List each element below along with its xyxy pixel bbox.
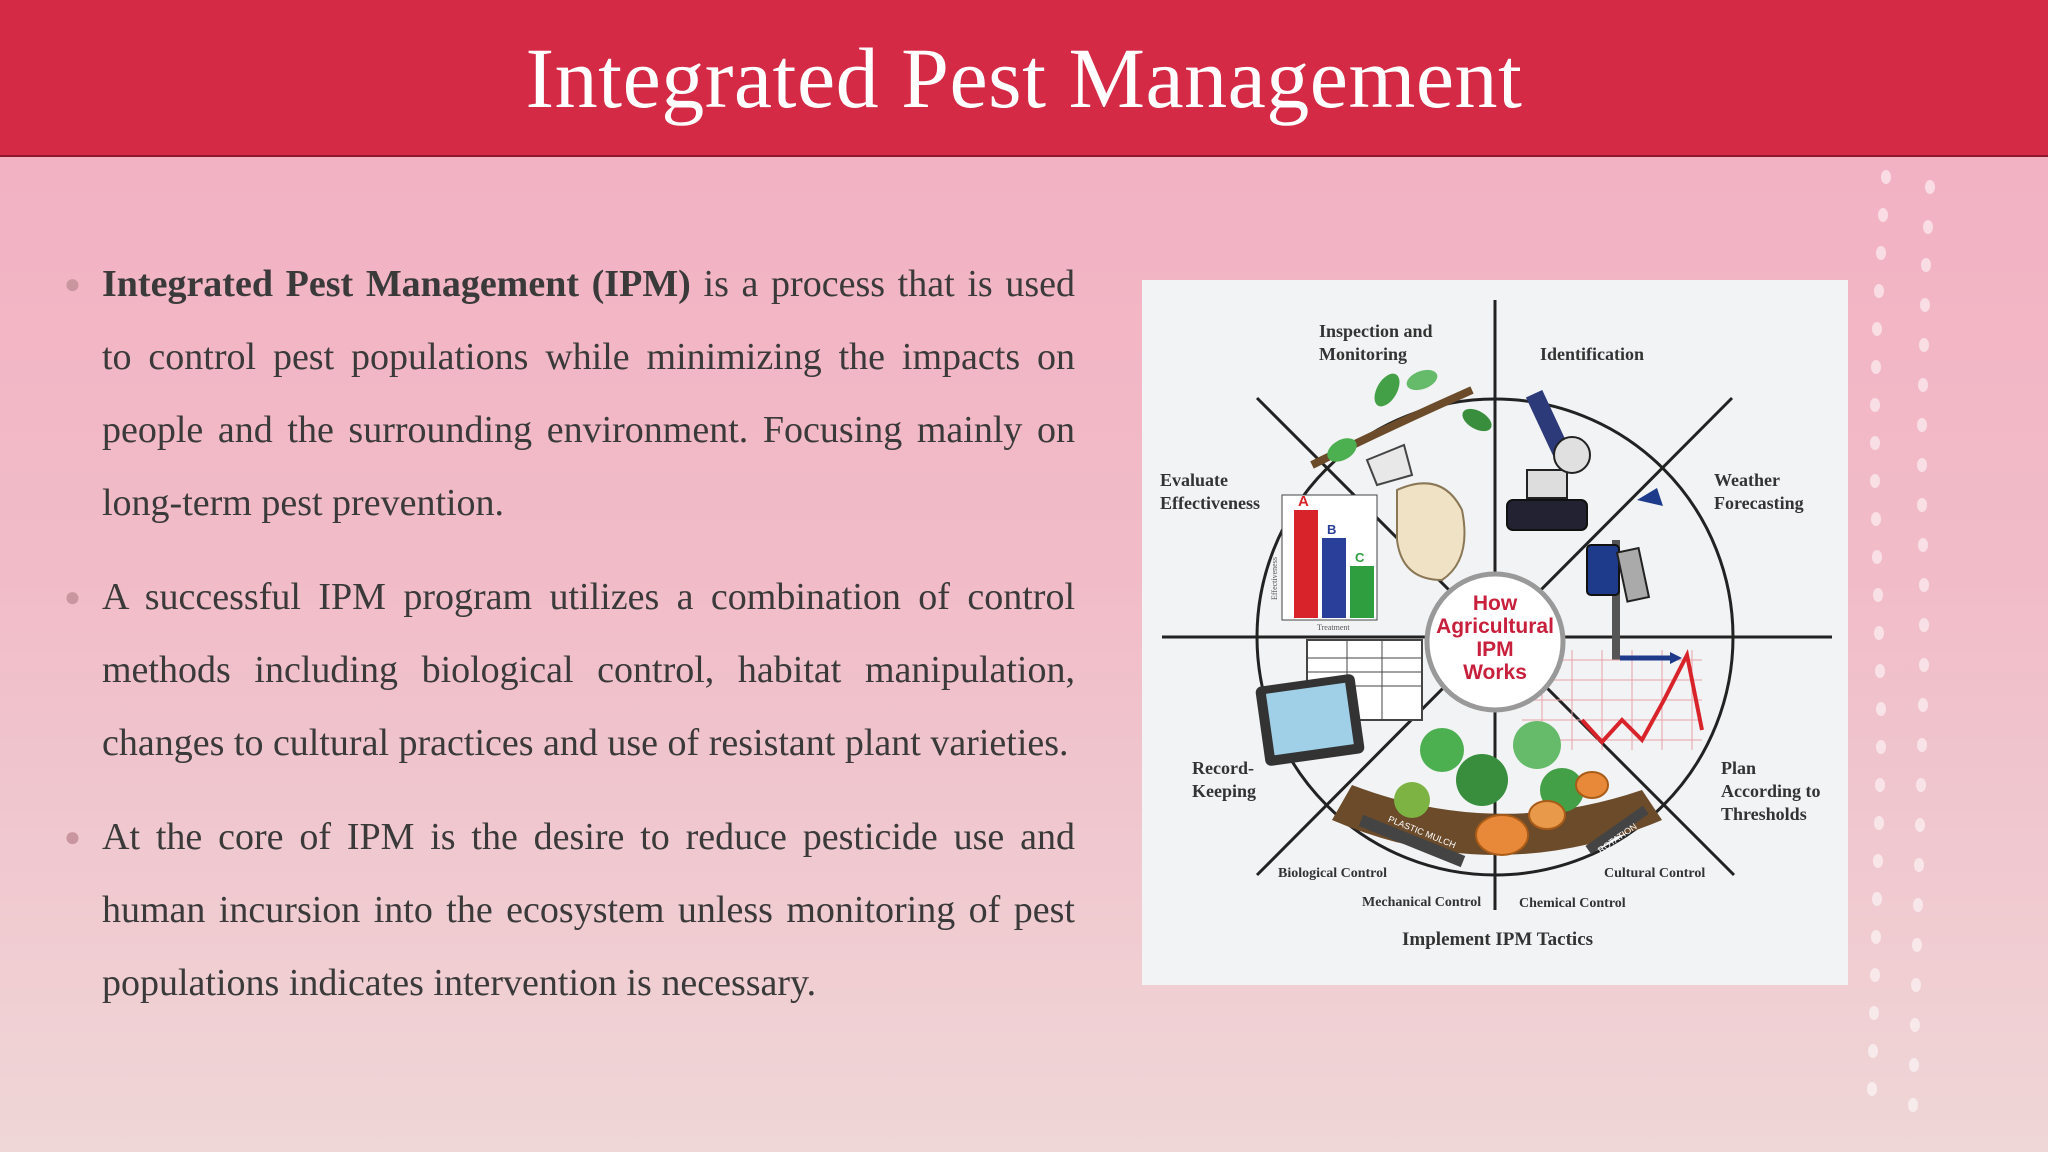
bullet-item-2: ● A successful IPM program utilizes a co… xyxy=(60,561,1075,780)
effectiveness-chart: A B C Effectiveness Treatment xyxy=(1270,493,1378,632)
label-chemical: Chemical Control xyxy=(1519,896,1626,911)
bar-a xyxy=(1294,510,1318,618)
chart-ylabel: Effectiveness xyxy=(1270,557,1279,600)
center-line-3: IPM xyxy=(1476,638,1513,661)
label-evaluate-2: Effectiveness xyxy=(1160,493,1260,513)
label-plan-3: Thresholds xyxy=(1721,804,1807,824)
center-line-2: Agricultural xyxy=(1436,615,1554,638)
bar-b xyxy=(1322,538,1346,618)
label-identification: Identification xyxy=(1540,344,1644,364)
label-evaluate-1: Evaluate xyxy=(1160,470,1228,490)
center-line-1: How xyxy=(1473,592,1518,615)
bullet-dot-icon: ● xyxy=(64,582,81,613)
label-inspection-2: Monitoring xyxy=(1319,344,1407,364)
inspection-art xyxy=(1310,369,1492,582)
bullet-bold-lead: Integrated Pest Management (IPM) xyxy=(102,263,691,305)
bar-label-b: B xyxy=(1327,522,1336,537)
ipm-diagram: A B C Effectiveness Treatment xyxy=(1142,280,1848,985)
center-line-4: Works xyxy=(1463,661,1527,684)
label-record-1: Record- xyxy=(1192,758,1254,778)
label-cultural: Cultural Control xyxy=(1604,866,1705,881)
bullet-text: A successful IPM program utilizes a comb… xyxy=(102,576,1075,764)
label-record-2: Keeping xyxy=(1192,781,1256,801)
bullet-text: At the core of IPM is the desire to redu… xyxy=(102,816,1075,1004)
record-keeping-art xyxy=(1255,639,1423,766)
label-plan-1: Plan xyxy=(1721,758,1756,778)
ipm-cycle-illustration: A B C Effectiveness Treatment xyxy=(1160,300,1832,950)
bullet-text: is a process that is used to control pes… xyxy=(102,263,1076,524)
bar-c xyxy=(1350,566,1374,618)
chart-xlabel: Treatment xyxy=(1317,623,1350,632)
microscope-art xyxy=(1506,389,1591,531)
bullet-item-3: ● At the core of IPM is the desire to re… xyxy=(60,801,1075,1020)
bullet-dot-icon: ● xyxy=(64,822,81,853)
cycle-ring xyxy=(1255,397,1735,877)
bullet-dot-icon: ● xyxy=(64,269,81,300)
label-inspection-1: Inspection and xyxy=(1319,321,1433,341)
weather-station-art xyxy=(1586,488,1663,660)
label-weather-2: Forecasting xyxy=(1714,493,1804,513)
bar-label-c: C xyxy=(1355,550,1365,565)
bullet-list: ● Integrated Pest Management (IPM) is a … xyxy=(60,248,1075,1041)
implement-tactics-art: PLASTIC MULCH ROTATION xyxy=(1332,721,1662,868)
label-biological: Biological Control xyxy=(1278,866,1387,881)
label-mechanical: Mechanical Control xyxy=(1362,895,1481,910)
label-plan-2: According to xyxy=(1721,781,1820,801)
bullet-item-1: ● Integrated Pest Management (IPM) is a … xyxy=(60,248,1075,540)
bar-label-a: A xyxy=(1298,493,1309,510)
decorative-dots xyxy=(1867,170,1935,1112)
center-badge: How Agricultural IPM Works xyxy=(1424,571,1566,713)
label-implement: Implement IPM Tactics xyxy=(1402,929,1593,950)
slide-title: Integrated Pest Management xyxy=(525,29,1523,126)
label-weather-1: Weather xyxy=(1714,470,1780,490)
title-bar: Integrated Pest Management xyxy=(0,0,2048,157)
